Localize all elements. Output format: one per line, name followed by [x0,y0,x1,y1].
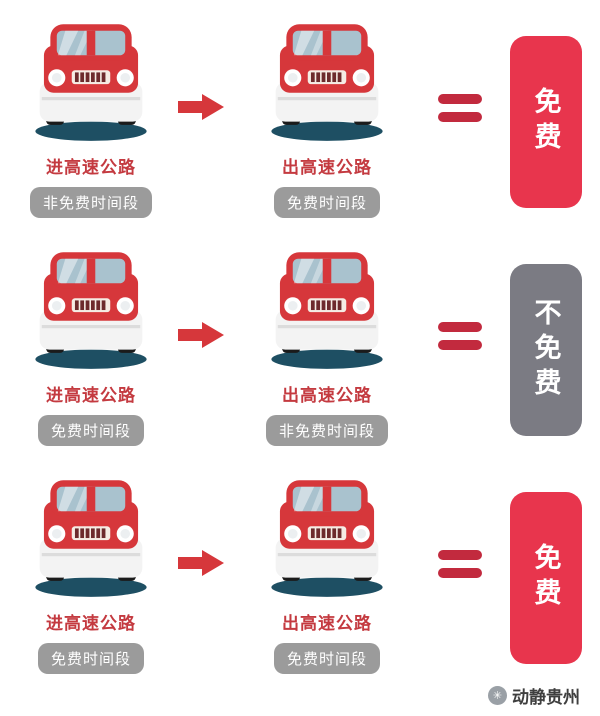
entry-time-badge: 免费时间段 [37,415,144,446]
arrow-right-icon [178,94,224,120]
equals-icon [438,322,482,350]
arrow-right-icon [178,550,224,576]
result-label: 不免费 [530,297,561,403]
entry-group: 进高速公路 免费时间段 [16,476,166,674]
exit-label: 出高速公路 [282,386,372,405]
exit-time-badge: 免费时间段 [273,643,380,674]
entry-label: 进高速公路 [46,386,136,405]
result-card: 免费 [510,36,582,208]
car-front-icon [35,252,147,369]
equals-icon [438,94,482,122]
car-front-icon [271,480,383,597]
exit-group: 出高速公路 非免费时间段 [252,248,402,446]
car-front-icon [271,24,383,141]
car-front-icon [271,252,383,369]
rule-row: 进高速公路 非免费时间段 出高速公路 免费时间段 免费 [0,6,600,234]
exit-group: 出高速公路 免费时间段 [252,476,402,674]
entry-time-badge: 免费时间段 [37,643,144,674]
entry-label: 进高速公路 [46,614,136,633]
asterisk-logo-icon: ✳ [488,686,507,705]
arrow-right-icon [178,322,224,348]
entry-time-badge: 非免费时间段 [29,187,152,218]
exit-group: 出高速公路 免费时间段 [252,20,402,218]
exit-time-badge: 免费时间段 [273,187,380,218]
exit-time-badge: 非免费时间段 [265,415,388,446]
entry-group: 进高速公路 免费时间段 [16,248,166,446]
result-card: 不免费 [510,264,582,436]
rule-row: 进高速公路 免费时间段 出高速公路 免费时间段 免费 [0,462,600,690]
entry-label: 进高速公路 [46,158,136,177]
rule-row: 进高速公路 免费时间段 出高速公路 非免费时间段 不免费 [0,234,600,462]
entry-group: 进高速公路 非免费时间段 [16,20,166,218]
car-front-icon [35,480,147,597]
equals-icon [438,550,482,578]
result-card: 免费 [510,492,582,664]
car-front-icon [35,24,147,141]
result-label: 免费 [530,543,561,613]
exit-label: 出高速公路 [282,158,372,177]
footer-brand: 动静贵州 [512,688,580,707]
result-label: 免费 [530,87,561,157]
footer-watermark: ✳ 动静贵州 [488,683,580,708]
exit-label: 出高速公路 [282,614,372,633]
